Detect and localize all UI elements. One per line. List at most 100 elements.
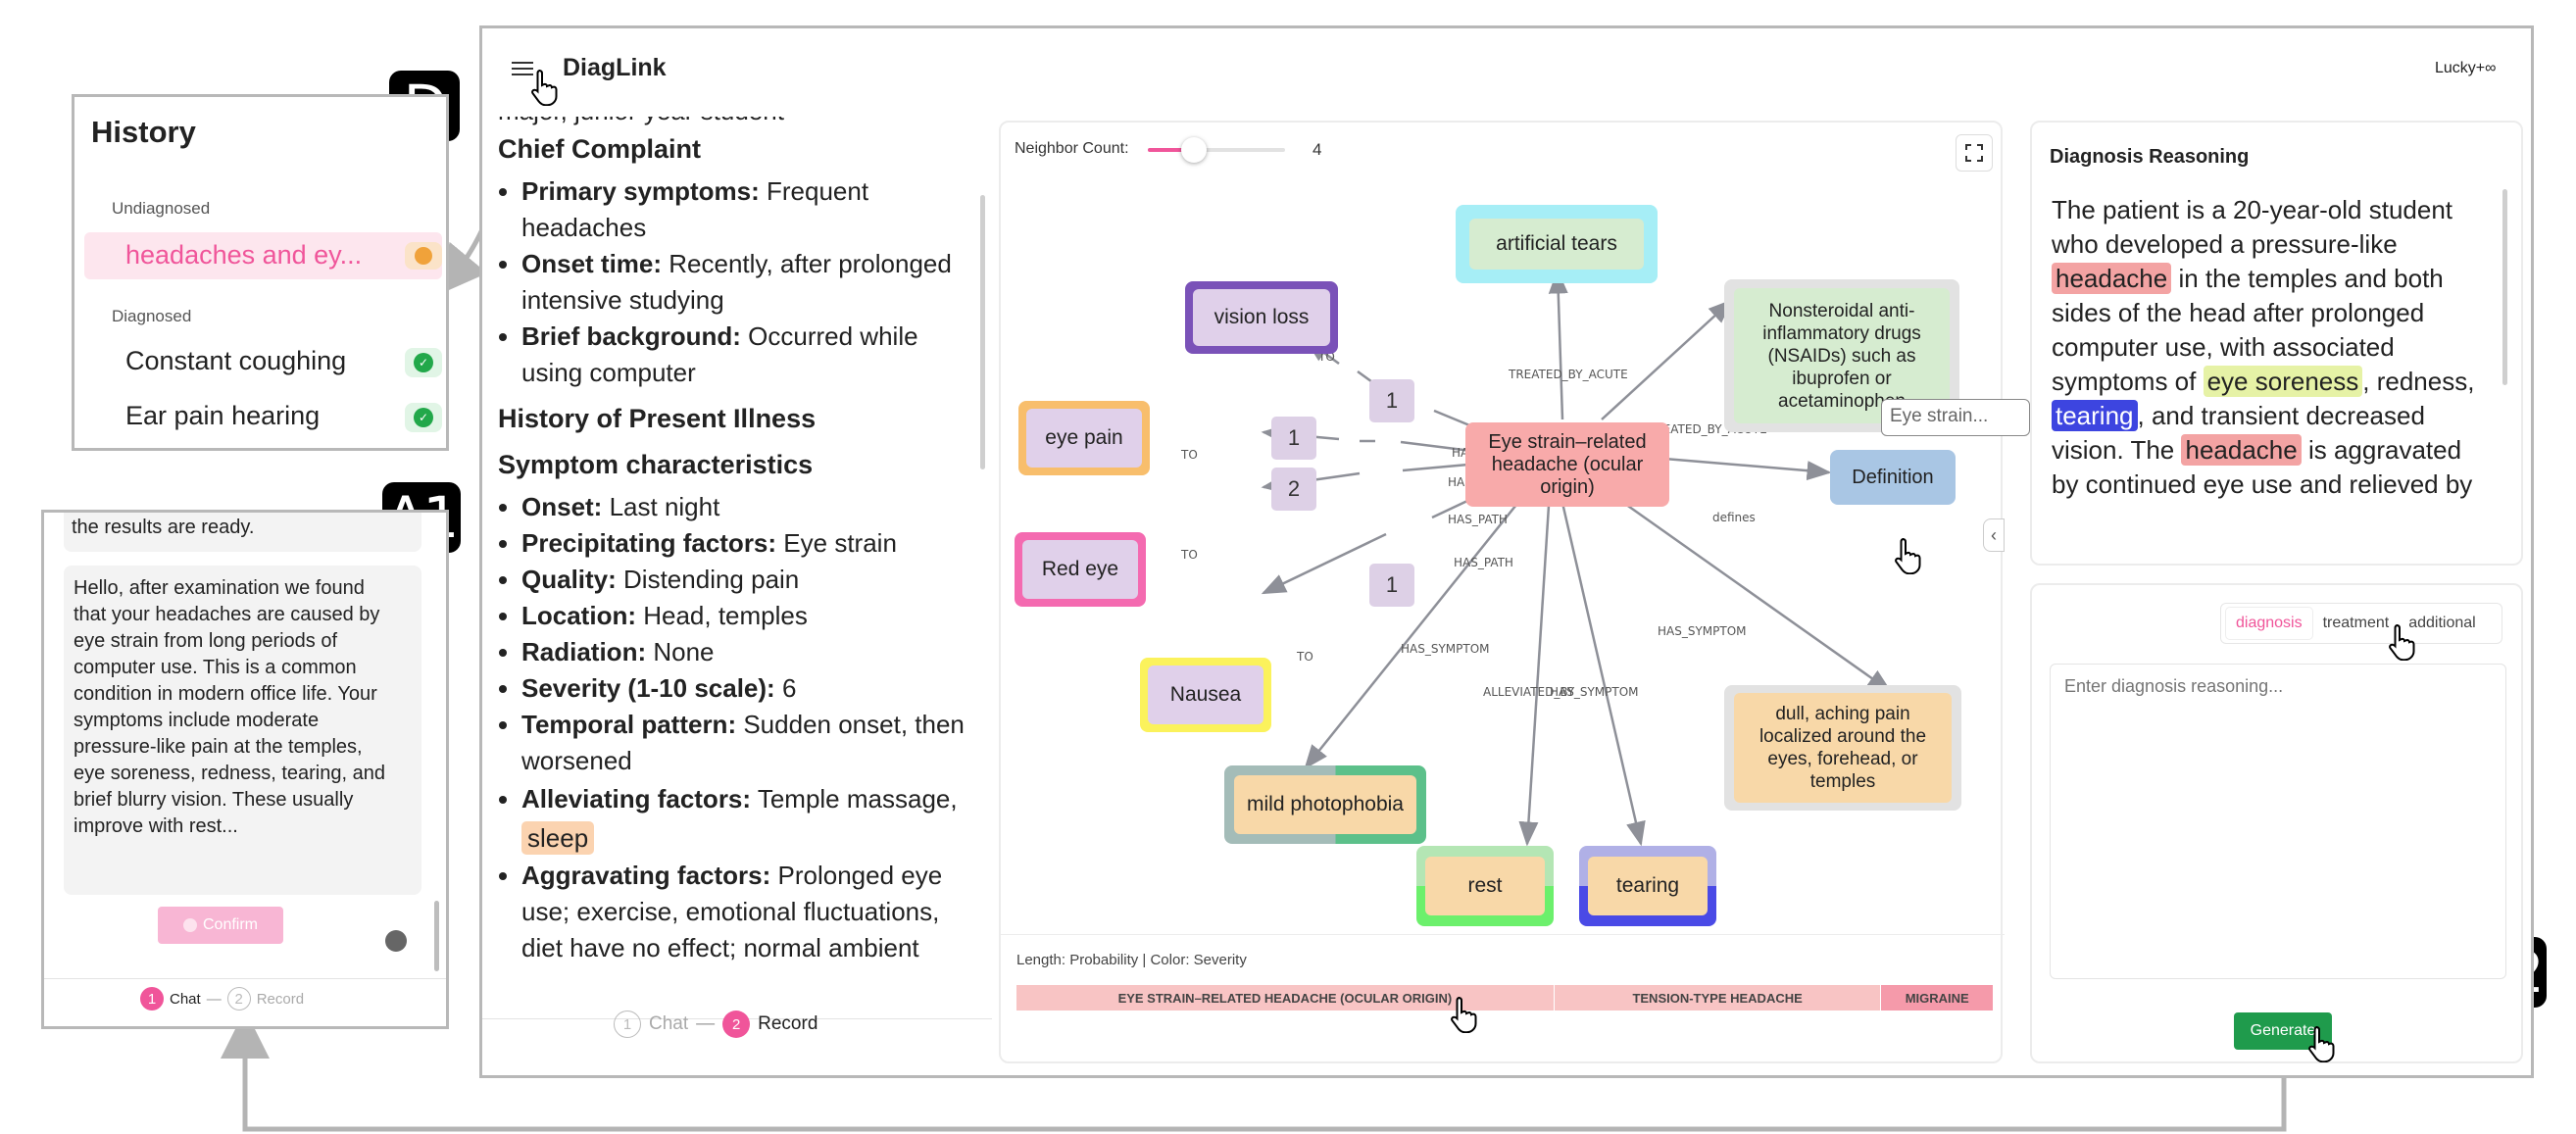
reasoning-text: The patient is a 20-year-old student who… — [2052, 195, 2475, 499]
record-steps: 1 Chat — 2 Record — [614, 1011, 817, 1038]
cursor-hand-icon — [2386, 623, 2417, 662]
step-label[interactable]: Chat — [170, 990, 201, 1008]
confirm-label: Confirm — [202, 916, 258, 933]
record-item: Severity (1-10 scale): 6 — [521, 670, 968, 707]
tab-diagnosis[interactable]: diagnosis — [2225, 607, 2313, 640]
probability-bar: EYE STRAIN–RELATED HEADACHE (OCULAR ORIG… — [1016, 985, 1993, 1011]
record-item: Location: Head, temples — [521, 598, 968, 634]
history-item-diagnosed[interactable]: Ear pain hearing ✓ — [84, 397, 442, 440]
step-dot[interactable]: 1 — [614, 1011, 641, 1038]
node-dull-aching-pain[interactable]: dull, aching pain localized around the e… — [1724, 685, 1961, 811]
edge-label: defines — [1712, 511, 1756, 524]
history-item-diagnosed[interactable]: Constant coughing ✓ — [84, 340, 442, 383]
record-item: Onset time: Recently, after prolonged in… — [521, 246, 968, 319]
highlight-headache[interactable]: headache — [2181, 434, 2302, 466]
record-item: Alleviating factors: Temple massage, sle… — [521, 779, 968, 858]
edge-label: TREATED_BY_ACUTE — [1509, 368, 1628, 381]
edge-label: ALLEVIATED_BY — [1483, 685, 1575, 699]
tab-treatment[interactable]: treatment — [2322, 615, 2390, 631]
step-dot[interactable]: 2 — [722, 1011, 751, 1038]
node-red-eye[interactable]: Red eye — [1015, 532, 1146, 607]
confirm-button[interactable]: Confirm — [158, 907, 283, 944]
record-item: Brief background: Occurred while using c… — [521, 319, 968, 391]
highlight-tearing[interactable]: tearing — [2052, 400, 2138, 431]
probability-segment[interactable]: TENSION-TYPE HEADACHE — [1553, 985, 1881, 1011]
collapse-chevron-icon[interactable]: ‹ — [1983, 518, 2005, 552]
edge-label: HAS_SYMPTOM — [1550, 685, 1639, 699]
chat-message-text: Hello, after examination we found that y… — [74, 577, 385, 837]
path-count-badge[interactable]: 1 — [1271, 417, 1316, 460]
node-eye-pain[interactable]: eye pain — [1018, 401, 1150, 475]
symptom-list: Onset: Last night Precipitating factors:… — [498, 489, 968, 966]
user-name[interactable]: Lucky+∞ — [2435, 60, 2497, 76]
reasoning-textarea[interactable] — [2050, 664, 2506, 979]
edge-label: HAS_SYMPTOM — [1658, 624, 1747, 638]
reasoning-panel: Diagnosis Reasoning The patient is a 20-… — [2030, 121, 2523, 566]
history-item-undiagnosed[interactable]: headaches and ey... — [84, 232, 442, 279]
edge-label: TO — [1297, 650, 1313, 664]
undiagnosed-label: Undiagnosed — [112, 199, 211, 218]
record-item: Temporal pattern: Sudden onset, then wor… — [521, 707, 968, 779]
edge-label: HAS_SYMPTOM — [1401, 642, 1490, 656]
section-symptom-characteristics: Symptom characteristics — [498, 450, 814, 479]
record-clipped-line: major, junior year student — [498, 117, 968, 129]
step-label[interactable]: Record — [256, 990, 305, 1008]
step-label[interactable]: Record — [758, 1013, 818, 1034]
highlight-eye-soreness[interactable]: eye soreness — [2203, 366, 2363, 397]
history-panel: History Undiagnosed headaches and ey... … — [72, 94, 449, 451]
check-icon: ✓ — [405, 348, 442, 377]
edge-label: HAS_PATH — [1448, 513, 1508, 526]
path-count-badge[interactable]: 2 — [1271, 468, 1316, 511]
step-label[interactable]: Chat — [649, 1013, 689, 1034]
chat-panel: the results are ready. Hello, after exam… — [41, 510, 449, 1029]
node-definition[interactable]: Definition — [1830, 450, 1956, 505]
neighbor-count-value: 4 — [1313, 140, 1322, 159]
tab-additional[interactable]: additional — [2408, 615, 2476, 631]
node-center-eye-strain-headache[interactable]: Eye strain–related headache (ocular orig… — [1465, 422, 1669, 507]
fullscreen-icon[interactable] — [1956, 134, 1993, 172]
step-dot[interactable]: 2 — [226, 987, 251, 1011]
pending-icon — [405, 242, 442, 270]
highlight-headache[interactable]: headache — [2052, 263, 2172, 294]
chat-top-bubble — [64, 513, 421, 552]
main-window: DiagLink Lucky+∞ major, junior year stud… — [479, 25, 2534, 1078]
chat-bubble-icon[interactable] — [385, 930, 407, 952]
neighbor-slider-fill — [1148, 148, 1194, 152]
definition-tooltip: Eye strain... — [1881, 399, 2030, 436]
cursor-hand-icon — [1892, 537, 1923, 575]
node-rest[interactable]: rest — [1416, 846, 1554, 926]
node-vision-loss[interactable]: vision loss — [1185, 281, 1338, 354]
neighbor-count-label: Neighbor Count: — [1015, 140, 1129, 157]
reasoning-tabs: diagnosis treatment additional — [2220, 603, 2502, 644]
record-panel: major, junior year student Chief Complai… — [492, 117, 992, 1016]
path-count-badge[interactable]: 1 — [1369, 379, 1414, 422]
record-item: Quality: Distending pain — [521, 562, 968, 598]
reasoning-input-panel: diagnosis treatment additional Generate — [2030, 583, 2523, 1063]
probability-segment[interactable]: EYE STRAIN–RELATED HEADACHE (OCULAR ORIG… — [1016, 985, 1554, 1011]
cursor-hand-icon — [2305, 1025, 2337, 1063]
node-tearing[interactable]: tearing — [1579, 846, 1716, 926]
highlight-sleep[interactable]: sleep — [521, 821, 595, 855]
chat-steps: 1 Chat — 2 Record — [140, 987, 304, 1011]
node-artificial-tears[interactable]: artificial tears — [1456, 205, 1658, 283]
chat-divider — [44, 978, 446, 979]
record-scrollbar[interactable] — [980, 195, 985, 469]
probability-segment[interactable]: MIGRAINE — [1880, 985, 1993, 1011]
check-circle-icon — [182, 918, 197, 932]
hamburger-icon[interactable] — [512, 62, 533, 77]
reasoning-scrollbar[interactable] — [2502, 189, 2507, 385]
history-item-label: Constant coughing — [125, 346, 347, 375]
node-nausea[interactable]: Nausea — [1140, 658, 1271, 732]
record-item: Radiation: None — [521, 634, 968, 670]
graph-panel: Neighbor Count: 4 ‹ — [999, 121, 2030, 1063]
record-item: Onset: Last night — [521, 489, 968, 525]
chat-scrollbar[interactable] — [434, 901, 439, 971]
neighbor-slider-thumb[interactable] — [1180, 137, 1207, 163]
check-icon: ✓ — [405, 403, 442, 432]
record-item: Precipitating factors: Eye strain — [521, 525, 968, 562]
step-dot[interactable]: 1 — [140, 987, 164, 1011]
neighbor-slider-track[interactable] — [1148, 137, 1285, 163]
app-title: DiagLink — [563, 54, 667, 81]
path-count-badge[interactable]: 1 — [1369, 564, 1414, 607]
node-mild-photophobia[interactable]: mild photophobia — [1224, 765, 1426, 844]
